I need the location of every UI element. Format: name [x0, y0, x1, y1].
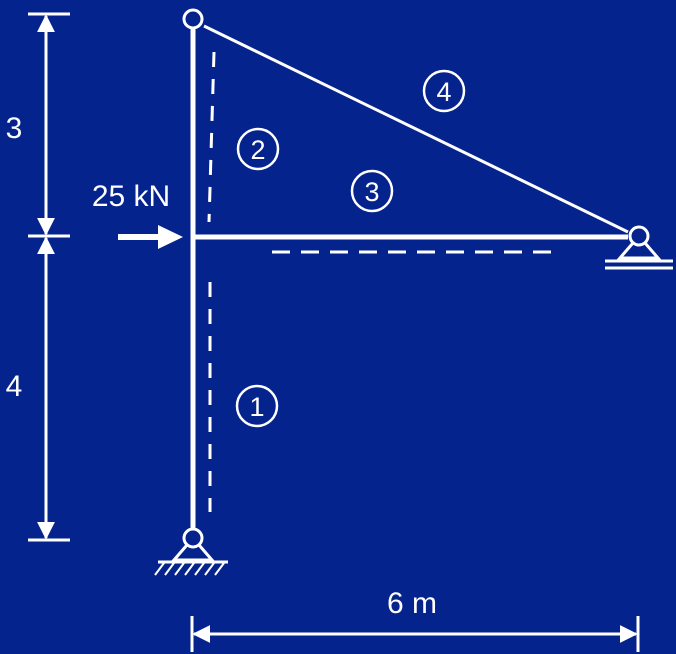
pin-support-hinge [182, 527, 204, 549]
load-label: 25 kN [92, 180, 170, 213]
member-4 [203, 24, 629, 234]
load-arrow: 25 kN [92, 180, 183, 249]
dim-label-width: 6 m [387, 587, 437, 620]
roller-support [605, 225, 673, 270]
roller-support-triangle [616, 233, 662, 260]
member-label-4-circle [422, 69, 466, 113]
dim-label-upper: 3 [6, 112, 23, 145]
load-arrow-head [158, 225, 183, 249]
member-label-4: 4 [436, 77, 451, 107]
member-label-3: 3 [364, 177, 379, 207]
pin-support-triangle [170, 535, 216, 562]
dashed-reference-lines [207, 51, 562, 512]
member-label-1-circle [235, 384, 279, 428]
dash-member-2 [207, 51, 216, 223]
pin-support-hatching [154, 562, 225, 576]
member-labels: 1 2 3 4 [235, 69, 466, 428]
top-hinge [182, 8, 204, 30]
dim-label-lower: 4 [6, 370, 23, 403]
frame-members [190, 24, 629, 530]
member-label-2-circle [236, 127, 280, 171]
member-label-3-circle [350, 169, 394, 213]
member-label-1: 1 [249, 392, 264, 422]
pin-support [154, 527, 228, 576]
horizontal-dimension: 6 m [190, 587, 640, 652]
roller-support-hinge [628, 225, 650, 247]
member-label-2: 2 [250, 135, 265, 165]
vertical-dimension: 3 4 [6, 12, 70, 542]
